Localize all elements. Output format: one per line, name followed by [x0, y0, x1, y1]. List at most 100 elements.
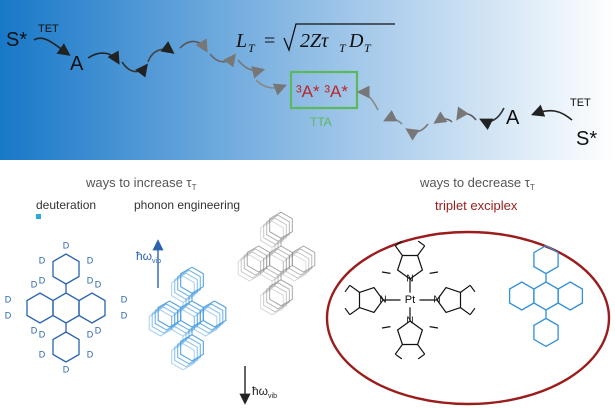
diphenylanthracene — [508, 244, 584, 348]
eq-D: D — [348, 30, 364, 52]
ring — [52, 331, 80, 363]
eq-equals: = — [264, 30, 275, 52]
deuterium-atom: D — [63, 240, 70, 250]
platinum-atom: Pt — [405, 294, 415, 306]
triplet-exciplex-label: triplet exciplex — [435, 198, 518, 213]
banner-background — [0, 0, 615, 160]
deuterium-atom: D — [5, 310, 12, 320]
ring — [282, 254, 307, 282]
phonon-blue-molecule-stack — [148, 266, 227, 371]
bond — [381, 271, 391, 274]
ring — [52, 292, 80, 324]
ring — [78, 292, 106, 324]
bond — [460, 307, 471, 316]
bond — [417, 344, 426, 355]
diffusion-length-equation: L T = 2Zτ T D T — [235, 23, 395, 55]
ring — [199, 303, 224, 331]
deuterated-diphenylanthracene — [26, 253, 106, 363]
phonon-engineering-label: phonon engineering — [134, 198, 240, 212]
right-sensitizer-label: S* — [576, 128, 597, 150]
bond — [460, 284, 471, 293]
ring — [171, 309, 195, 337]
ring — [533, 281, 559, 311]
ring — [396, 254, 424, 280]
ring — [291, 245, 316, 273]
left-hopping-arrows — [87, 38, 287, 96]
ring — [180, 334, 204, 362]
ring — [260, 254, 284, 282]
hw-down-label: ħωvib — [252, 384, 277, 400]
ring — [171, 343, 195, 371]
deuterium-atom: D — [87, 349, 94, 359]
bond — [429, 271, 439, 274]
pt-octaethylporphyrin — [344, 240, 476, 360]
right-hopping-arrows — [356, 85, 505, 141]
ring — [396, 320, 424, 346]
ring — [436, 286, 462, 314]
deuterium-atom: D — [31, 325, 38, 335]
eq-L: L — [235, 30, 247, 52]
phonon-gray-molecule-stack — [237, 211, 316, 316]
deuterium-atom: D — [5, 294, 12, 304]
eq-body: 2Zτ — [300, 30, 329, 52]
ring — [263, 285, 287, 313]
left-tet-arrow — [33, 37, 71, 56]
increase-title: ways to increase τT — [85, 175, 197, 192]
bond — [349, 284, 360, 293]
bond — [394, 240, 403, 247]
ring — [174, 340, 198, 368]
right-acceptor-label: A — [506, 107, 520, 129]
ring — [557, 281, 584, 311]
right-tet-arrow — [531, 104, 573, 121]
ring — [26, 292, 54, 324]
ring — [260, 288, 284, 316]
nitrogen-atom: N — [406, 316, 413, 327]
bond — [394, 344, 403, 355]
bond — [394, 245, 403, 256]
deuterium-atom: D — [39, 255, 46, 265]
ring — [285, 251, 310, 279]
deuteration-label: deuteration — [36, 198, 96, 212]
ring — [260, 220, 284, 248]
deuterium-atom: D — [121, 294, 128, 304]
decrease-title: ways to decrease τT — [419, 175, 535, 192]
nitrogen-atom: N — [379, 295, 386, 306]
left-sensitizer-label: S* — [6, 29, 27, 51]
deuterium-atom: D — [63, 364, 70, 374]
deuterium-atom: D — [31, 279, 38, 289]
ring — [52, 253, 80, 285]
ring — [202, 300, 227, 328]
ring — [177, 337, 201, 365]
ring — [533, 317, 559, 348]
deuterium-atom: D — [39, 349, 46, 359]
nitrogen-atom: N — [406, 274, 413, 285]
deuterium-atom: D — [39, 275, 46, 285]
bond — [344, 307, 351, 316]
eq-sub-T2: T — [339, 41, 347, 55]
deuterium-atom: D — [95, 325, 102, 335]
left-tet-label: TET — [38, 23, 59, 35]
ring — [508, 281, 535, 311]
deuterium-atom: D — [87, 255, 94, 265]
bond — [349, 307, 360, 316]
eq-sub-T3: T — [364, 41, 372, 55]
ring — [288, 248, 313, 276]
bond — [344, 284, 351, 293]
bond — [417, 353, 426, 360]
ring — [533, 244, 559, 275]
bond — [429, 326, 439, 329]
bond — [469, 307, 476, 316]
bond — [417, 245, 426, 256]
tta-triplet-pair: ³A* ³A* — [296, 82, 348, 101]
sqrt-sign — [283, 23, 395, 53]
right-tet-label: TET — [570, 97, 591, 109]
eq-sub-T: T — [248, 41, 256, 55]
bond — [417, 240, 426, 247]
ring — [193, 309, 218, 337]
ring — [237, 254, 262, 282]
ring — [266, 282, 290, 310]
exciplex-ellipse — [325, 230, 611, 406]
